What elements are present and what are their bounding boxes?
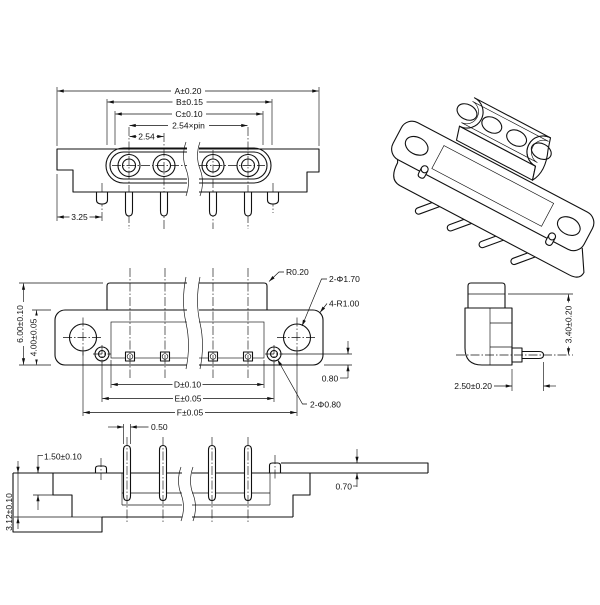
label-peg-diameter: 2-Φ0.80 xyxy=(310,400,341,410)
label-mount-holes: 2-Φ1.70 xyxy=(329,274,360,284)
front-pegs xyxy=(95,191,280,205)
iso-insulator-face xyxy=(458,97,552,167)
bottom-break-line xyxy=(190,466,196,522)
plan-dimensions: 6.00±0.10 4.00±0.05 D±0.10 E±0.05 F±0.05… xyxy=(15,267,360,418)
plan-break-line xyxy=(197,276,203,370)
dim-total-depth: 6.00±0.10 xyxy=(15,305,25,343)
dim-plate: 0.70 xyxy=(335,482,352,492)
iso-insulator-inner xyxy=(461,101,549,163)
dim-D: D±0.10 xyxy=(174,380,202,390)
iso-mount-hole xyxy=(556,216,581,236)
front-pins xyxy=(124,191,253,217)
dim-E: E±0.05 xyxy=(175,394,202,404)
dim-step: 1.50±0.10 xyxy=(44,452,82,462)
label-flange-radius: 4-R1.00 xyxy=(329,299,360,309)
dim-peg-offset: 3.25 xyxy=(71,212,88,222)
dim-body-depth: 4.00±0.05 xyxy=(29,318,39,356)
iso-mount-hole xyxy=(404,135,429,156)
dim-pin-width: 0.50 xyxy=(151,422,168,432)
bottom-pegs xyxy=(94,455,282,480)
dim-pitch-total: 2.54×pin xyxy=(172,121,205,131)
bottom-plate xyxy=(281,462,429,473)
front-dimensions: A±0.20 B±0.15 C±0.10 2.54×pin 2.54 3.25 xyxy=(56,86,320,222)
side-body xyxy=(464,307,513,366)
front-body-outline xyxy=(56,148,320,193)
iso-pegs xyxy=(417,165,557,246)
plan-hole-centerlines xyxy=(63,317,317,358)
bottom-right-steps xyxy=(292,473,311,517)
dim-C: C±0.10 xyxy=(175,109,203,119)
isometric-view xyxy=(391,97,595,278)
bottom-left-steps xyxy=(52,473,73,517)
plan-break-line xyxy=(183,276,189,370)
bottom-pins xyxy=(122,437,253,522)
dim-A: A±0.20 xyxy=(175,86,202,96)
iso-pocket xyxy=(431,145,555,227)
side-insulator xyxy=(467,282,506,309)
dim-B: B±0.15 xyxy=(176,97,203,107)
iso-bar xyxy=(391,120,595,278)
plan-pegs xyxy=(93,345,283,363)
iso-bar-top-face xyxy=(391,120,595,252)
dim-F: F±0.05 xyxy=(177,408,204,418)
side-view: 3.40±0.20 2.50±0.20 xyxy=(454,282,574,391)
dim-side-height: 3.40±0.20 xyxy=(564,305,574,343)
dim-pitch: 2.54 xyxy=(138,132,155,142)
iso-insulator xyxy=(455,97,552,181)
front-break-line xyxy=(197,141,203,197)
bottom-view: 0.50 1.50±0.10 3.12±0.10 0.70 xyxy=(4,422,429,533)
bottom-break-line xyxy=(178,466,184,522)
label-corner-radius: R0.20 xyxy=(286,267,309,277)
plan-centerlines xyxy=(129,268,249,378)
side-dimensions: 3.40±0.20 2.50±0.20 xyxy=(454,293,574,391)
iso-socket-holes xyxy=(456,103,552,160)
dim-thickness: 3.12±0.10 xyxy=(4,493,14,531)
front-view: A±0.20 B±0.15 C±0.10 2.54×pin 2.54 3.25 xyxy=(56,86,320,229)
bottom-left-block xyxy=(12,473,103,533)
front-break-line xyxy=(183,141,189,197)
plan-view: 6.00±0.10 4.00±0.05 D±0.10 E±0.05 F±0.05… xyxy=(15,267,360,418)
dim-peg-offset-plan: 0.80 xyxy=(322,374,339,384)
dim-pin-length: 2.50±0.20 xyxy=(454,381,492,391)
bottom-dimensions: 0.50 1.50±0.10 3.12±0.10 0.70 xyxy=(4,422,359,531)
